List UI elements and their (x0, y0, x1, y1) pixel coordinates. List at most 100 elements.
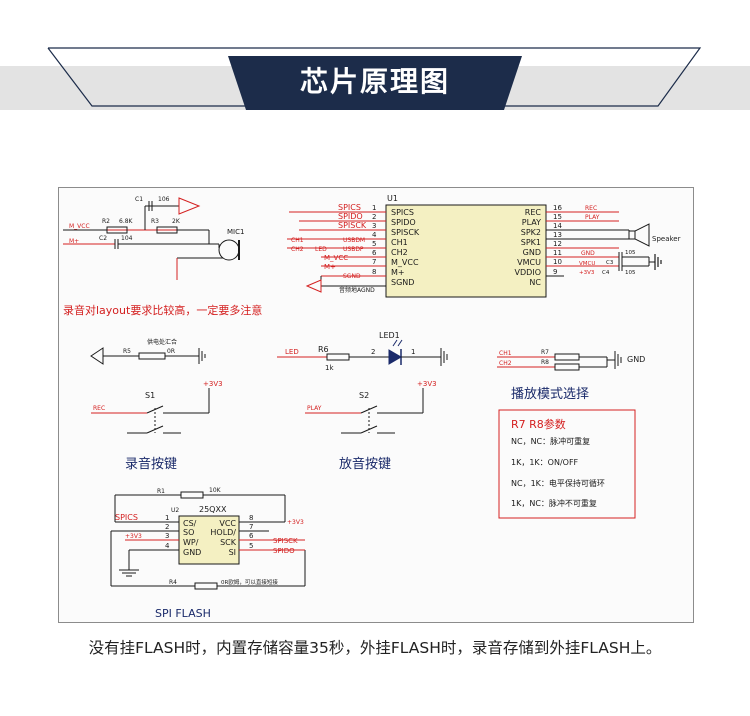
s1-ref: S1 (145, 391, 155, 400)
u2-pin-8: 8 (249, 514, 253, 522)
u2-pin-2: 2 (165, 523, 169, 531)
u2-part: 25QXX (199, 505, 227, 514)
r4-note: 0R欧姆，可以直接短接 (221, 578, 278, 586)
u2-pin-6: 6 (249, 532, 254, 540)
u2-pin-7: 7 (249, 523, 253, 531)
play-switch: PLAY +3V3 S2 放音按键 (305, 380, 437, 472)
u2-pin-name-8: VCC (219, 519, 236, 528)
record-switch: REC +3V3 S1 录音按键 (91, 380, 223, 472)
r3-value: 2K (172, 218, 181, 225)
s2-ref: S2 (359, 391, 369, 400)
play-switch-supply: +3V3 (417, 380, 437, 388)
net-vmcu: VMCU (579, 261, 595, 267)
net-mvcc: M_VCC (324, 254, 348, 262)
net-spisck: SPISCK (338, 221, 367, 230)
u2-pin-name-1: CS/ (183, 519, 197, 528)
play-switch-net: PLAY (307, 405, 322, 412)
u1-pin-1: 1 (372, 204, 376, 212)
u1-pin-name-13: SPK1 (521, 238, 541, 247)
c3-value: 105 (625, 250, 636, 256)
u1-pin-name-2: SPIDO (391, 218, 416, 227)
u1-pin-8: 8 (372, 268, 376, 276)
net-led-left: LED (315, 246, 327, 253)
mode-gnd: GND (627, 355, 645, 364)
header-banner (47, 47, 702, 110)
play-button-label: 放音按键 (339, 456, 391, 472)
u1-right-pins: 16 15 14 13 12 11 10 9 REC PLAY SPK2 SPK… (515, 204, 629, 287)
u1-pin-name-4: CH1 (391, 238, 408, 247)
c2-value: 104 (121, 235, 133, 242)
u1-pin-2: 2 (372, 213, 376, 221)
flash-net-spisck: SPISCK (273, 537, 298, 545)
power-join-block: R5 0R 供电处汇合 (90, 338, 206, 365)
u1-pin-name-10: VDDIO (515, 268, 541, 277)
net-spics: SPICS (338, 203, 361, 212)
led-ref: LED1 (379, 331, 400, 340)
u1-pin-name-12: GND (523, 248, 541, 257)
r2-ref: R2 (102, 218, 110, 225)
net-sgnd: SGND (343, 273, 361, 280)
mic-ref: MIC1 (227, 228, 244, 236)
net-usbdm: USBDM (343, 237, 365, 244)
mode-row-4: 1K，NC：脉冲不可重复 (511, 498, 597, 508)
u1-pin-11: 11 (553, 249, 562, 257)
net-mplus: M+ (324, 263, 336, 271)
net-usbdp: USBDP (343, 246, 364, 253)
u1-pin-name-5: CH2 (391, 248, 408, 257)
r2-value: 6.8K (119, 218, 134, 225)
u2-pin-name-6: SCK (220, 538, 237, 547)
c1-value: 106 (158, 196, 170, 203)
u1-pin-name-11: VMCU (517, 258, 541, 267)
u1-pin-4: 4 (372, 231, 377, 239)
chip-u1: U1 SPICS SPIDO SPISCK CH1 USBDM CH2 LED … (287, 194, 681, 298)
led-net: LED (285, 348, 299, 356)
r5-value: 0R (167, 348, 175, 355)
u1-pin-14: 14 (553, 222, 562, 230)
rec-switch-supply: +3V3 (203, 380, 223, 388)
u2-pin-name-2: SO (183, 528, 194, 537)
flash-net-3v3-right: +3V3 (287, 519, 304, 526)
u1-pin-name-16: REC (525, 208, 542, 217)
u1-pin-name-6: M_VCC (391, 258, 419, 267)
net-ch2-left: CH2 (291, 246, 304, 253)
u1-pin-7: 7 (372, 258, 376, 266)
flash-net-spics: SPICS (115, 513, 138, 522)
schematic-diagram: U1 SPICS SPIDO SPISCK CH1 USBDM CH2 LED … (58, 187, 694, 623)
rec-switch-net: REC (93, 405, 105, 412)
u1-pin-16: 16 (553, 204, 562, 212)
mode-row-2: 1K，1K：ON/OFF (511, 458, 579, 467)
u1-pin-13: 13 (553, 231, 562, 239)
mode-ch2: CH2 (499, 360, 512, 367)
u1-pin-9: 9 (553, 268, 557, 276)
flash-net-spido: SPIDO (273, 547, 295, 555)
u1-pin-10: 10 (553, 258, 562, 266)
flash-net-3v3-left: +3V3 (125, 533, 142, 540)
u2-pin-name-5: SI (229, 548, 236, 557)
u1-pin-name-9: NC (529, 278, 541, 287)
u1-pin-name-14: SPK2 (521, 228, 541, 237)
u1-pin-name-8: SGND (391, 278, 414, 287)
u2-pin-3: 3 (165, 532, 169, 540)
u1-pin-6: 6 (372, 249, 377, 257)
c3-ref: C3 (606, 260, 614, 266)
u1-pin-name-7: M+ (391, 268, 405, 277)
led-block: LED R6 1k LED1 2 1 (277, 331, 448, 372)
u1-pin-name-3: SPISCK (391, 228, 420, 237)
r1-value: 10K (209, 487, 222, 494)
r5-ref: R5 (123, 348, 131, 355)
net-gnd-right: GND (581, 250, 595, 257)
u2-ref: U2 (171, 507, 179, 514)
r6-value: 1k (325, 364, 334, 372)
mode-ch1: CH1 (499, 350, 512, 357)
cap-c3-c4: C3 105 C4 105 (602, 250, 662, 276)
r3-ref: R3 (151, 218, 159, 225)
u1-pin-5: 5 (372, 240, 376, 248)
c4-value: 105 (625, 270, 636, 276)
u2-pin-4: 4 (165, 542, 170, 550)
r1-ref: R1 (157, 488, 165, 495)
speaker-label: Speaker (652, 235, 681, 243)
record-button-label: 录音按键 (125, 456, 177, 472)
speaker: Speaker (628, 223, 681, 247)
net-rec-right: REC (585, 205, 597, 212)
net-ch1-left: CH1 (291, 237, 304, 244)
